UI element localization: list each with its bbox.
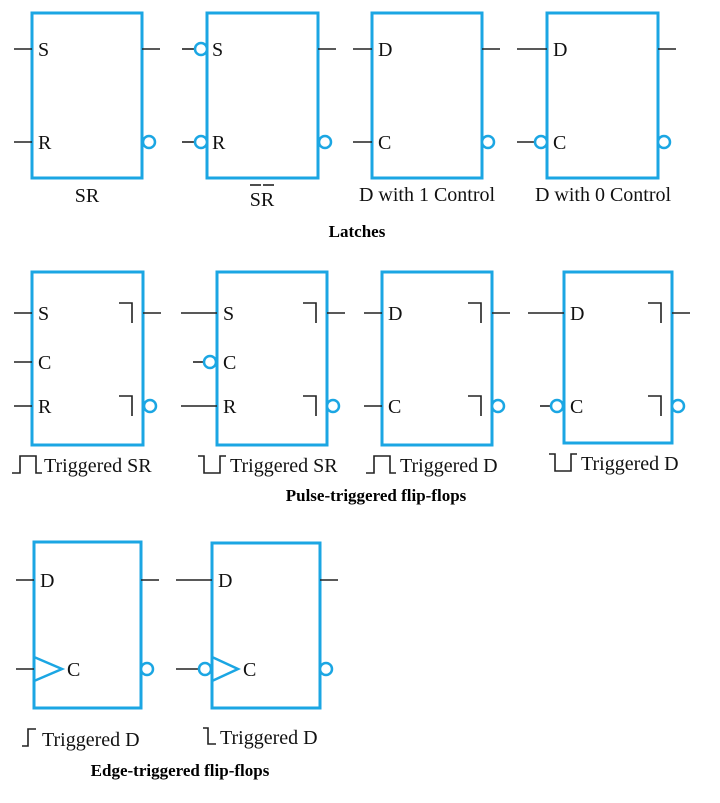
d-latch-0-control: D C D with 0 Control <box>517 11 676 206</box>
postponed-output-symbol-q <box>648 302 662 323</box>
postponed-output-symbol-q <box>119 302 133 323</box>
falling-edge-icon <box>203 727 216 745</box>
pin-label-s: S <box>38 39 49 61</box>
input-bubble-c <box>549 398 565 414</box>
pin-label-s: S <box>223 303 234 325</box>
section-title-edge-triggered: Edge-triggered flip-flops <box>91 761 270 780</box>
postponed-output-symbol-q <box>468 302 482 323</box>
pulse-sr-negative-box <box>215 270 329 447</box>
output-bubble-q-bar <box>325 398 341 414</box>
negative-pulse-icon <box>549 453 577 472</box>
postponed-output-symbol-q <box>303 302 317 323</box>
pin-label-d: D <box>570 303 584 325</box>
pin-label-c: C <box>223 352 236 374</box>
pin-label-c: C <box>388 396 401 418</box>
positive-pulse-icon <box>12 455 42 474</box>
caption-triggered-sr: Triggered SR <box>230 455 338 477</box>
pulse-sr-positive-box <box>30 270 145 447</box>
pulse-d-positive: D C Triggered D <box>364 270 510 477</box>
edge-d-positive-box <box>32 540 143 710</box>
caption-triggered-sr: Triggered SR <box>44 455 152 477</box>
pin-label-d: D <box>218 570 232 592</box>
input-bubble-c <box>202 354 218 370</box>
caption-d-0-control: D with 0 Control <box>535 184 672 206</box>
sr-latch-box <box>30 11 144 180</box>
positive-pulse-icon <box>366 455 396 474</box>
postponed-output-symbol-q-bar <box>303 395 317 416</box>
output-bubble-q-bar <box>490 398 506 414</box>
sr-bar-latch-box <box>205 11 320 180</box>
dynamic-input-indicator-icon <box>33 655 66 683</box>
pin-label-c: C <box>570 396 583 418</box>
pin-label-d: D <box>378 39 392 61</box>
sr-latch: S R SR <box>14 11 160 207</box>
section-title-latches: Latches <box>329 222 386 241</box>
output-bubble-q-bar <box>480 134 496 150</box>
negative-pulse-icon <box>198 455 226 474</box>
d-latch-1-control: D C D with 1 Control <box>353 11 500 206</box>
output-bubble-q-bar <box>318 661 334 677</box>
pin-label-c: C <box>67 659 80 681</box>
postponed-output-symbol-q-bar <box>468 395 482 416</box>
section-title-pulse-triggered: Pulse-triggered flip-flops <box>286 486 467 505</box>
pin-label-r: R <box>223 396 237 418</box>
input-bubble-c <box>197 661 213 677</box>
d-latch-1-control-box <box>370 11 484 180</box>
edge-d-negative-box <box>210 541 322 710</box>
output-bubble-q-bar <box>142 398 158 414</box>
pin-label-r: R <box>38 132 52 154</box>
output-bubble-q-bar <box>141 134 157 150</box>
pin-label-d: D <box>388 303 402 325</box>
pin-label-s: S <box>212 39 223 61</box>
output-bubble-q-bar <box>317 134 333 150</box>
input-bubble-c <box>533 134 549 150</box>
pin-label-s: S <box>38 303 49 325</box>
input-bubble-r <box>193 134 209 150</box>
caption-triggered-d: Triggered D <box>400 455 498 477</box>
caption-sr: SR <box>75 185 100 207</box>
edge-d-negative: D C Triggered D <box>176 541 338 749</box>
pulse-sr-positive: S C R Triggered SR <box>12 270 161 477</box>
pin-label-r: R <box>212 132 226 154</box>
output-bubble-q-bar <box>139 661 155 677</box>
pin-label-c: C <box>38 352 51 374</box>
caption-triggered-d: Triggered D <box>220 727 318 749</box>
caption-triggered-d: Triggered D <box>42 729 140 751</box>
input-bubble-s <box>193 41 209 57</box>
pin-label-c: C <box>378 132 391 154</box>
d-latch-0-control-box <box>545 11 660 180</box>
pulse-sr-negative: S C R Triggered SR <box>181 270 345 477</box>
edge-d-positive: D C Triggered D <box>16 540 159 751</box>
pulse-d-negative: D C Triggered D <box>528 270 690 475</box>
pulse-d-negative-box <box>562 270 674 445</box>
output-bubble-q-bar <box>670 398 686 414</box>
caption-d-1-control: D with 1 Control <box>359 184 496 206</box>
postponed-output-symbol-q-bar <box>648 395 662 416</box>
pulse-d-positive-box <box>380 270 494 447</box>
pin-label-d: D <box>553 39 567 61</box>
pin-label-c: C <box>553 132 566 154</box>
rising-edge-icon <box>22 728 36 747</box>
pin-label-c: C <box>243 659 256 681</box>
pin-label-r: R <box>38 396 52 418</box>
pin-label-d: D <box>40 570 54 592</box>
caption-sr-bar: SR <box>250 189 275 211</box>
sr-bar-latch: S R SR <box>182 11 336 211</box>
caption-triggered-d: Triggered D <box>581 453 679 475</box>
postponed-output-symbol-q-bar <box>119 395 133 416</box>
dynamic-input-indicator-icon <box>211 655 241 683</box>
output-bubble-q-bar <box>656 134 672 150</box>
